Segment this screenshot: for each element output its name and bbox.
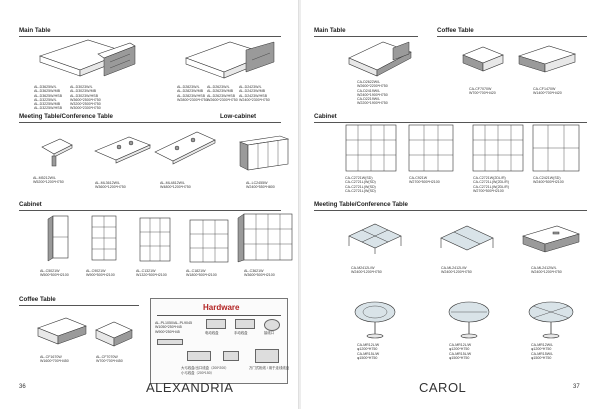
product-image-meeting-table-ml2412w	[522, 225, 580, 253]
page-number-left: 36	[19, 384, 26, 390]
hardware-label-manual-box: 手动线盒	[234, 331, 248, 335]
product-image-cabinet-c1321	[139, 217, 171, 262]
section-rule	[314, 122, 587, 123]
product-image-carol-cabinet-3	[472, 124, 524, 172]
section-title-meeting-table: Meeting Table/Conference Table	[19, 113, 113, 120]
product-image-carol-cabinet-2	[408, 124, 454, 172]
section-rule	[437, 36, 587, 37]
hardware-grommet-image	[264, 319, 280, 331]
product-image-round-table-1	[354, 301, 396, 339]
section-rule	[19, 122, 281, 123]
hardware-small-box-image	[223, 351, 239, 361]
brand-title-carol: CAROL	[419, 380, 467, 395]
section-rule	[19, 210, 281, 211]
product-image-cabinet-c3621	[237, 213, 293, 263]
caption-al-c9021: AL-C9021W W900*500*H2100	[86, 269, 115, 278]
caption-al-c3621: AL-C3621W W3600*500*H2100	[244, 269, 275, 278]
product-image-round-table-2	[448, 301, 490, 339]
caption-ca-c2721-2dl: CA-C2721W(2DL/R) CA-C2721L(W(2DL/R) CA-C…	[473, 176, 509, 193]
product-image-carol-cabinet-4	[532, 124, 580, 172]
hardware-panel: Hardware AL-PL1050/AL-PL9045 W1050*250*H…	[150, 298, 290, 384]
section-title-cabinet: Cabinet	[19, 201, 42, 208]
section-title-coffee-table: Coffee Table	[19, 296, 56, 303]
section-rule	[19, 305, 139, 306]
hardware-rule	[157, 315, 281, 316]
hardware-cable-tray-image	[255, 349, 279, 363]
caption-al-d36-group: AL-D3625W/L AL-D3625W/MB AL-D3625W/HSB A…	[34, 85, 62, 111]
caption-al-c5021: AL-C5021W W500*500*H2100	[40, 269, 69, 278]
brand-title-alexandria: ALEXANDRIA	[146, 380, 234, 395]
page-alexandria: Main Table AL-D3625W/L AL-D3625W/MB AL-D…	[0, 0, 299, 409]
product-image-meeting-table-m2412	[348, 223, 402, 254]
hardware-large-box-image	[187, 351, 211, 361]
hardware-label-electric-box: 电动线盒	[205, 331, 219, 335]
caption-ca-c2421: CA-C2421W(SD) W2400*500*H2100	[533, 176, 564, 185]
hardware-manual-box-image	[235, 319, 255, 329]
product-image-low-cabinet	[238, 135, 290, 171]
caption-al-c1821: AL-C1821W W1800*500*H2100	[186, 269, 217, 278]
hardware-title: Hardware	[203, 303, 240, 312]
caption-al-c1321: AL-C1321W W1320*500*H2100	[136, 269, 167, 278]
product-image-carol-desk	[348, 41, 412, 77]
caption-ca-mr-group-1: CA-MR12L/W φ1200*H750 CA-MR15L/W φ1500*H…	[357, 343, 380, 360]
product-image-cabinet-c1821	[189, 219, 229, 263]
product-image-cabinet-c9021	[91, 215, 117, 261]
product-image-alexandria-desk-2	[185, 41, 275, 79]
product-image-alexandria-desk-1	[39, 39, 136, 77]
product-image-meeting-table-2	[94, 136, 151, 164]
hardware-label-cable-tray: 万门式柜线 / 用于走线线盒	[249, 366, 290, 370]
caption-ca-ml2412-lw: CA-ML2412L/W W2400*1200*H750	[441, 266, 472, 275]
caption-ca-mr-group-2: CA-MR12L/W φ1200*H750 CA-MR15L/W φ1500*H…	[449, 343, 472, 360]
hardware-electric-box-image	[206, 319, 226, 329]
caption-al-ml4812: AL-ML4812W/L W4800*1200*H750	[160, 181, 191, 190]
caption-al-d30-group: AL-D3023W/L AL-D3023W/MB AL-D3023W/HSB W…	[70, 85, 101, 111]
caption-al-d24-group: AL-D2423W/L AL-D2423W/MB AL-D2423W/HSB W…	[239, 85, 270, 102]
product-image-meeting-table-ml2412	[440, 225, 494, 251]
product-image-coffee-table-cf1670	[37, 317, 87, 345]
caption-ca-cf1470: CA-CF1470W W1400*700*H420	[533, 87, 562, 96]
page-number-right: 37	[573, 384, 580, 390]
caption-al-cf7070: AL-CF7070W W700*700*H450	[96, 355, 123, 364]
product-image-meeting-table-1	[41, 138, 73, 167]
page-gutter	[298, 0, 302, 409]
caption-al-m5212: AL-M5212W/L W5200*1200*H750	[33, 176, 64, 185]
hardware-code-caption: AL-PL1050/AL-PL9045 W1050*250*H45 W900*2…	[155, 321, 192, 334]
product-image-round-table-3	[528, 301, 574, 339]
product-image-cabinet-c5021	[47, 215, 69, 262]
section-title-low-cabinet: Low-cabinet	[220, 113, 257, 120]
caption-al-lc2455: AL-LC2455W W2400*550*H800	[246, 181, 275, 190]
caption-ca-cf7070: CA-CF7070W W700*700*H420	[469, 87, 496, 96]
caption-al-d28-group: AL-D2823W/L AL-D2823W/MB AL-D2823W/HSB W…	[177, 85, 208, 102]
product-image-coffee-table-cf7070	[462, 46, 504, 72]
section-rule	[19, 36, 281, 37]
product-image-coffee-table-cf1470	[518, 45, 576, 73]
section-title-main-table: Main Table	[314, 27, 346, 34]
hardware-power-strip-image	[157, 339, 183, 345]
page-carol: Main Table Coffee Table CA-D2622W/L W260…	[301, 0, 600, 409]
section-title-coffee-table: Coffee Table	[437, 27, 474, 34]
caption-ca-ml2412-wl: CA-ML2412W/L W2400*1200*H750	[531, 266, 562, 275]
section-rule	[314, 36, 418, 37]
product-image-meeting-table-3	[154, 131, 216, 165]
caption-al-cf1670: AL-CF1670W W1600*700*H450	[40, 355, 69, 364]
section-title-meeting-table: Meeting Table/Conference Table	[314, 201, 408, 208]
caption-ca-d-group: CA-D2622W/L W2600*2200*H750 CA-D2419W/L …	[357, 80, 388, 106]
caption-al-d26-group: AL-D2623W/L AL-D2623W/MB AL-D2623W/HSB W…	[207, 85, 238, 102]
section-title-main-table: Main Table	[19, 27, 51, 34]
caption-al-ml3612: AL-ML3612W/L W3600*1200*H750	[95, 181, 126, 190]
hardware-label-large-box: 大弓线盒/出口线盒（200*200）	[181, 366, 229, 370]
hardware-label-small-box: 小弓线盒（200*150）	[181, 371, 214, 375]
caption-ca-m2412: CA-M2412L/W W2400*1200*H750	[351, 266, 382, 275]
section-title-cabinet: Cabinet	[314, 113, 337, 120]
caption-ca-mr-group-3: CA-MR12W/L φ1200*H750 CA-MR15W/L φ1500*H…	[531, 343, 554, 360]
caption-ca-c921: CA-C921W W2700*500*H2100	[409, 176, 440, 185]
product-image-carol-cabinet-1	[345, 124, 397, 172]
hardware-label-grommet: 接线口	[264, 331, 275, 335]
caption-ca-c2721-sd: CA-C2721W(SD) CA-C2721L(W(SD) CA-C2721L(…	[345, 176, 376, 193]
product-image-coffee-table-cf7070	[95, 321, 133, 347]
section-rule	[314, 210, 587, 211]
